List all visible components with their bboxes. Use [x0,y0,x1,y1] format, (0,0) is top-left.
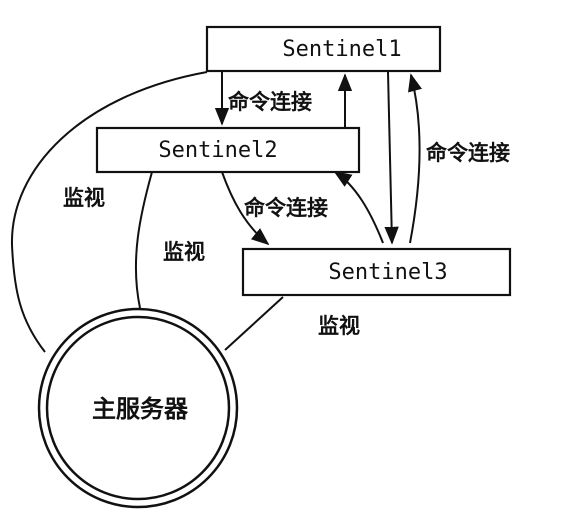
sentinel3-label: Sentinel3 [328,260,447,285]
cmd-label-s1-s2: 命令连接 [228,90,312,114]
sentinel1-node: Sentinel1 [205,25,442,73]
cmd-label-s2-s3: 命令连接 [244,196,328,220]
sentinel2-label: Sentinel2 [158,138,277,163]
monitor-line-s2-master [134,171,153,309]
cmd-arrow-s3-to-s1 [408,73,422,244]
monitor-label-s2: 监视 [163,240,205,264]
cmd-arrow-s1-to-s3 [384,71,399,245]
sentinel1-label: Sentinel1 [282,37,401,62]
cmd-arrow-s2-to-s3 [221,171,270,246]
master-node: 主服务器 [37,307,239,509]
sentinel3-node: Sentinel3 [241,247,512,297]
cmd-label-s1-s3: 命令连接 [426,141,510,165]
cmd-arrow-s3-to-s2 [333,171,384,244]
sentinel2-node: Sentinel2 [95,126,361,174]
monitor-label-s1: 监视 [63,186,105,210]
master-label: 主服务器 [92,395,189,423]
monitor-line-s1-master [10,71,208,353]
monitor-label-s3: 监视 [318,314,360,338]
monitor-line-s3-master [224,296,284,351]
